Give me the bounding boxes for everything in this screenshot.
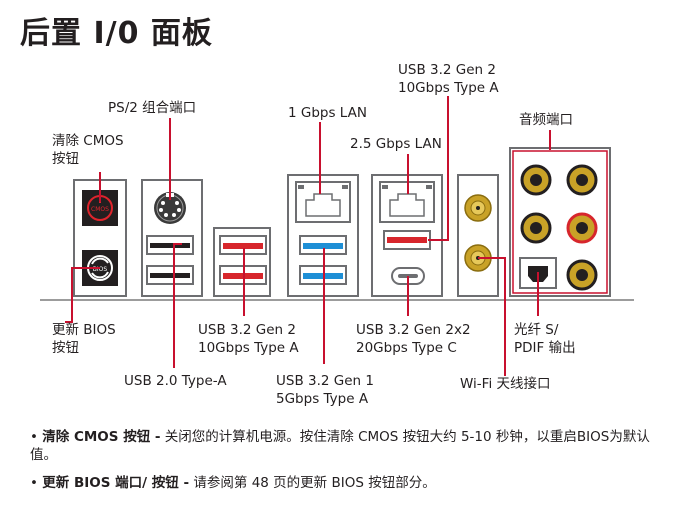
note-bullet: • xyxy=(30,475,38,491)
note-term: 清除 CMOS 按钮 - xyxy=(42,429,161,445)
flash-button-text: BIOS xyxy=(93,266,108,273)
label-wifi: Wi-Fi 天线接口 xyxy=(460,376,551,392)
label-lan25: 2.5 Gbps LAN xyxy=(350,136,442,152)
leader-usb20 xyxy=(173,243,182,368)
note-bullet: • xyxy=(30,429,38,445)
label-audio: 音频端口 xyxy=(519,112,573,128)
leader-lines xyxy=(65,96,551,376)
usb20-port-1 xyxy=(146,235,194,255)
note-term: 更新 BIOS 端口/ 按钮 - xyxy=(42,475,190,491)
label-usb20: USB 2.0 Type-A xyxy=(124,373,227,389)
leader-wifi xyxy=(478,257,506,376)
ps2-port xyxy=(154,192,186,224)
label-lan1g: 1 Gbps LAN xyxy=(288,105,367,121)
page-title: 后置 I/0 面板 xyxy=(20,16,213,51)
ps2-usb20-block xyxy=(141,179,203,297)
note-text: 关闭您的计算机电源。按住清除 CMOS 按钮大约 5-10 秒钟，以重启BIOS… xyxy=(30,429,650,463)
usb20-port-2 xyxy=(146,265,194,285)
usb-gen2-a-block xyxy=(213,227,271,297)
leader-usb-top xyxy=(428,96,449,241)
note-bios-flash: • 更新 BIOS 端口/ 按钮 - 请参阅第 48 页的更新 BIOS 按钮部… xyxy=(30,474,660,492)
lan1g-port xyxy=(295,181,351,223)
cmos-button-text: CMOS xyxy=(91,206,109,213)
label-ps2: PS/2 组合端口 xyxy=(108,100,197,116)
note-clear-cmos: • 清除 CMOS 按钮 - 关闭您的计算机电源。按住清除 CMOS 按钮大约 … xyxy=(30,428,660,464)
leader-bios-flash xyxy=(65,267,100,323)
note-text: 请参阅第 48 页的更新 BIOS 按钮部分。 xyxy=(189,475,436,491)
wifi-antenna-block xyxy=(457,174,499,297)
audio-block xyxy=(509,147,611,297)
label-optical-spdif: 光纤 S/PDIF 输出 xyxy=(514,322,576,356)
